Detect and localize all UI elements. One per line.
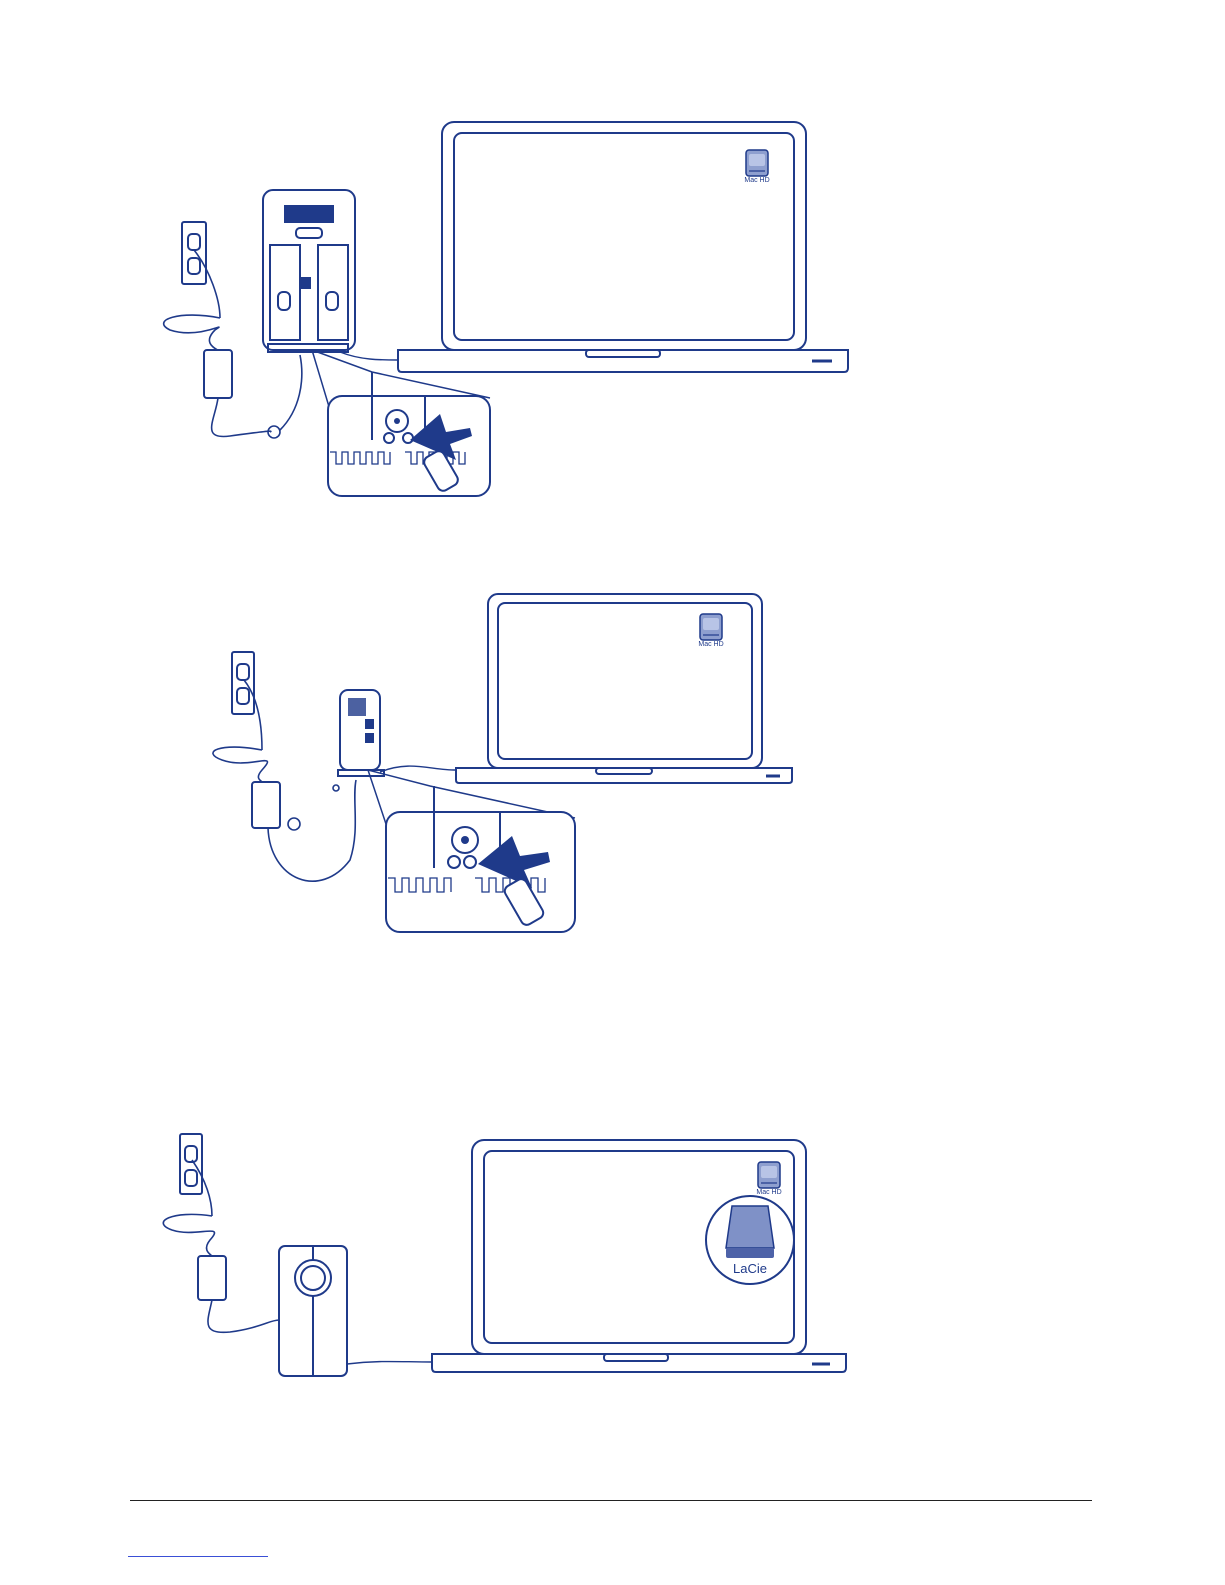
hard-drive-icon (279, 1246, 347, 1376)
mac-hd-desktop-icon: Mac HD (698, 614, 723, 648)
wall-outlet-icon (180, 1134, 202, 1194)
lacie-label: LaCie (733, 1261, 767, 1276)
lacie-desktop-icon: LaCie (706, 1196, 794, 1284)
mac-hd-label: Mac HD (744, 177, 769, 184)
wall-outlet-icon (232, 652, 254, 714)
step-1-illustration: Mac HD (164, 122, 848, 496)
power-adapter-icon (213, 680, 356, 881)
laptop-icon (456, 594, 792, 783)
step-2-illustration: Mac HD (213, 594, 792, 932)
step-3-illustration: Mac HD LaCie (163, 1134, 846, 1376)
mac-hd-label: Mac HD (698, 641, 723, 648)
footer-divider (130, 1500, 1092, 1501)
mac-hd-desktop-icon: Mac HD (744, 150, 769, 184)
mac-hd-label: Mac HD (756, 1189, 781, 1196)
zoom-callout (368, 770, 575, 932)
footer-link-underline[interactable] (128, 1556, 268, 1557)
mac-hd-desktop-icon: Mac HD (756, 1162, 781, 1196)
hard-drive-icon (338, 690, 384, 776)
laptop-icon (398, 122, 848, 372)
hard-drive-icon (263, 190, 355, 352)
wall-outlet-icon (182, 222, 206, 284)
